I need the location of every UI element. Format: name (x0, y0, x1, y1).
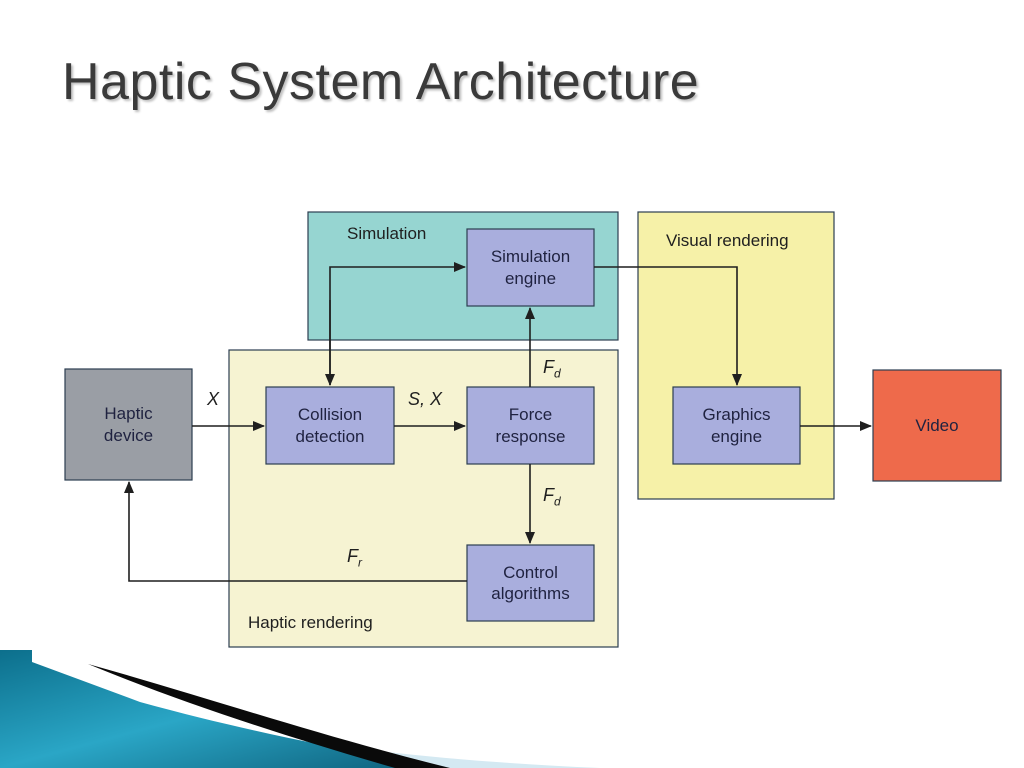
force-response-label: Force response (495, 405, 566, 446)
arrow-control-to-device (124, 481, 467, 582)
simulation-region-label: Simulation (347, 224, 427, 243)
signal-x-label: X (207, 389, 220, 409)
control-algorithms-label: Control algorithms (491, 562, 570, 603)
visual-rendering-region-label: Visual rendering (666, 231, 789, 250)
signal-fd-lower-f: F (543, 485, 554, 505)
signal-fd-lower-label: Fd (543, 485, 561, 509)
simulation-engine-block (466, 228, 595, 307)
arrow-simulation-to-graphics (594, 266, 742, 386)
signal-fr-f: F (347, 546, 358, 566)
signal-fr-label: Fr (347, 546, 362, 570)
haptic-rendering-region-label: Haptic rendering (248, 613, 373, 632)
video-label: Video (915, 415, 959, 435)
video-block (872, 369, 1002, 482)
signal-fr-sub: r (358, 555, 362, 570)
signal-s-x-label: S, X (408, 389, 443, 409)
signal-fd-upper-sub: d (554, 366, 561, 381)
simulation-engine-label: Simulation engine (490, 247, 571, 288)
signal-fd-upper-label: Fd (543, 357, 561, 381)
control-algorithms-block (466, 544, 595, 622)
corner-swoosh-icon (0, 650, 600, 768)
haptic-device-label: Haptic device (103, 404, 154, 445)
haptic-device-block (64, 368, 193, 481)
signal-fd-upper-f: F (543, 357, 554, 377)
graphics-engine-block (672, 386, 801, 465)
collision-detection-label: Collision detection (295, 405, 365, 446)
page-title: Haptic System Architecture (62, 53, 700, 111)
graphics-engine-label: Graphics engine (702, 405, 771, 446)
collision-detection-block (265, 386, 395, 465)
signal-fd-lower-sub: d (554, 494, 561, 509)
